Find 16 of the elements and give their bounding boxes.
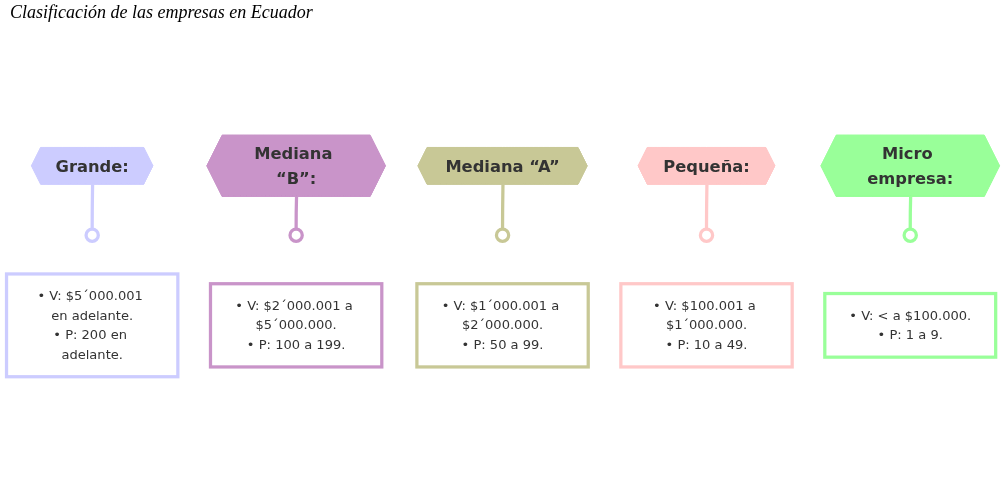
connector xyxy=(90,184,95,230)
connector xyxy=(704,184,709,230)
connector xyxy=(908,196,913,230)
node-box: • V: $2´000.001 a $5´000.000. • P: 100 a 199. xyxy=(208,282,384,369)
connector xyxy=(294,196,299,230)
node-circle xyxy=(288,227,304,243)
node-box: • V: $5´000.001 en adelante. • P: 200 en adelante. xyxy=(4,272,180,379)
figure-title: Clasificación de las empresas en Ecuador xyxy=(10,2,314,23)
node-circle xyxy=(494,227,511,243)
node-box: • V: $100.001 a $1´000.000. • P: 10 a 49. xyxy=(619,282,794,369)
connector xyxy=(500,184,505,230)
node-box: • V: $1´000.001 a $2´000.000. • P: 50 a 99. xyxy=(415,282,590,369)
node-circle xyxy=(698,227,715,243)
node-box: • V: < a $100.000. • P: 1 a 9. xyxy=(823,291,998,359)
node-circle xyxy=(902,227,918,243)
node-circle xyxy=(84,227,100,243)
